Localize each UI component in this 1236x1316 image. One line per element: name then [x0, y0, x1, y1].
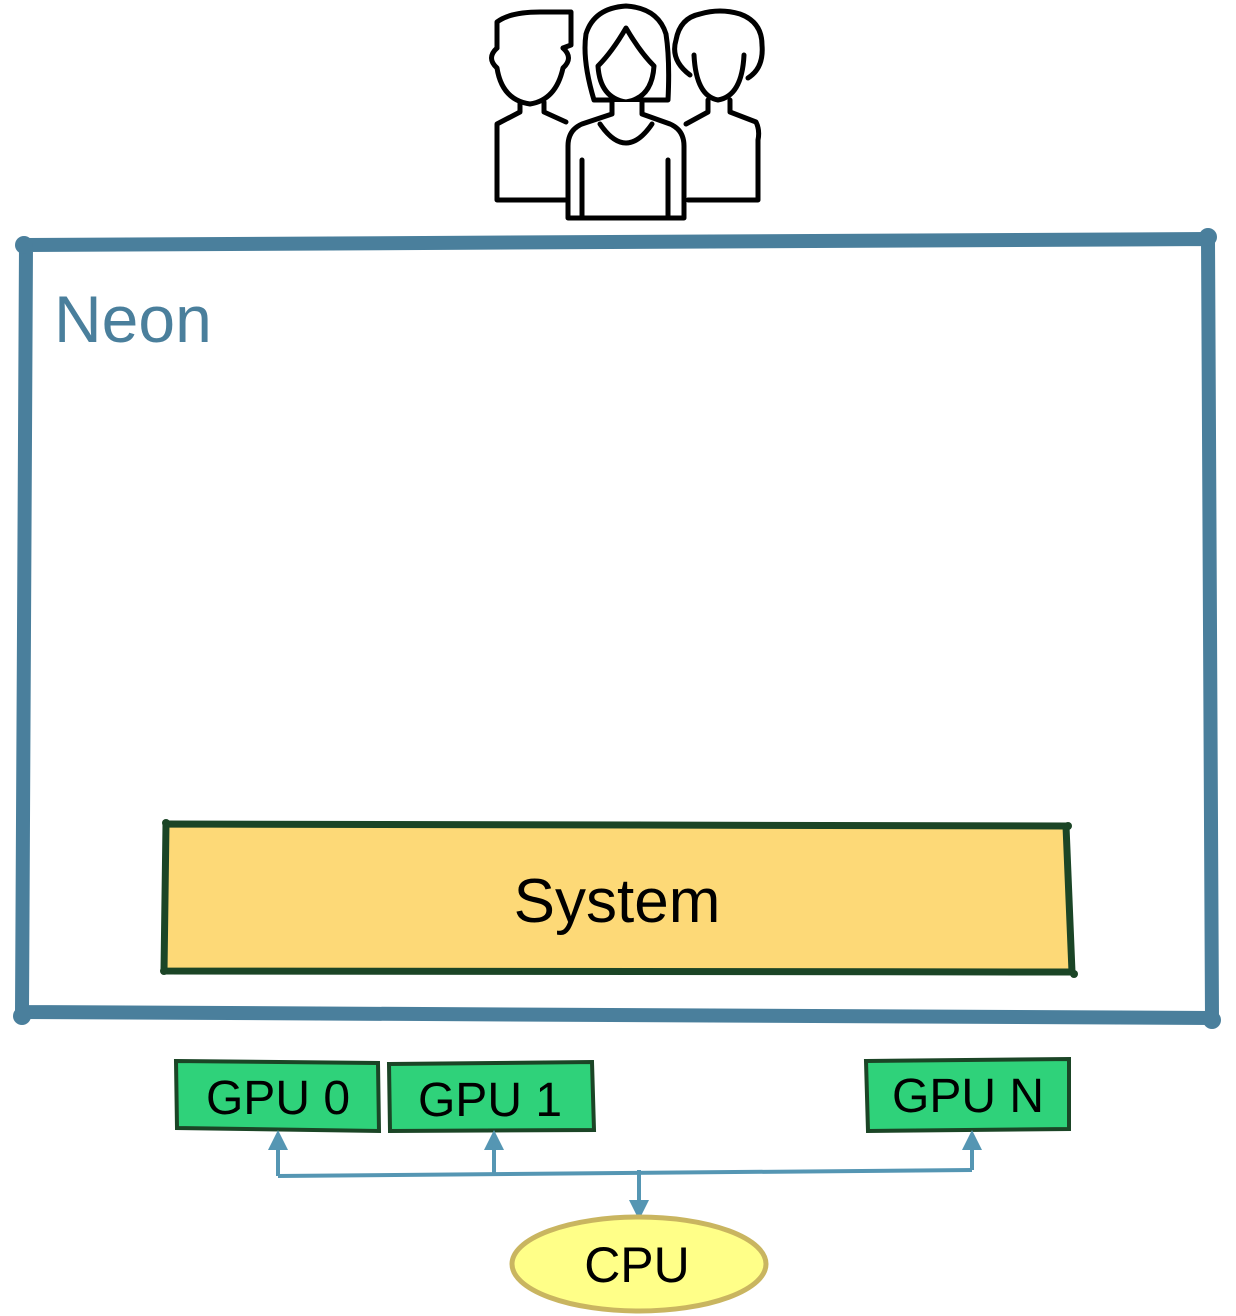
gpu-label: GPU 0 — [206, 1072, 350, 1125]
woman-figure-icon — [565, 3, 687, 221]
neon-container: Neon — [13, 228, 1221, 1029]
system-box: System — [160, 819, 1078, 978]
man-figure-icon — [489, 9, 574, 203]
gpu-box: GPU 0 — [173, 1058, 382, 1134]
gpu-box: GPU 1 — [386, 1059, 597, 1134]
neon-label: Neon — [54, 282, 212, 356]
cpu-gpu-connectors — [268, 1130, 982, 1220]
gpu-label: GPU 1 — [418, 1074, 562, 1127]
cpu-label: CPU — [584, 1237, 690, 1293]
curly-hair-woman-icon — [672, 8, 765, 203]
system-label: System — [514, 867, 721, 936]
gpu-box: GPU N — [863, 1056, 1071, 1134]
gpu-label: GPU N — [892, 1070, 1044, 1123]
cpu-node: CPU — [509, 1214, 769, 1314]
users-group-icon — [489, 3, 765, 221]
